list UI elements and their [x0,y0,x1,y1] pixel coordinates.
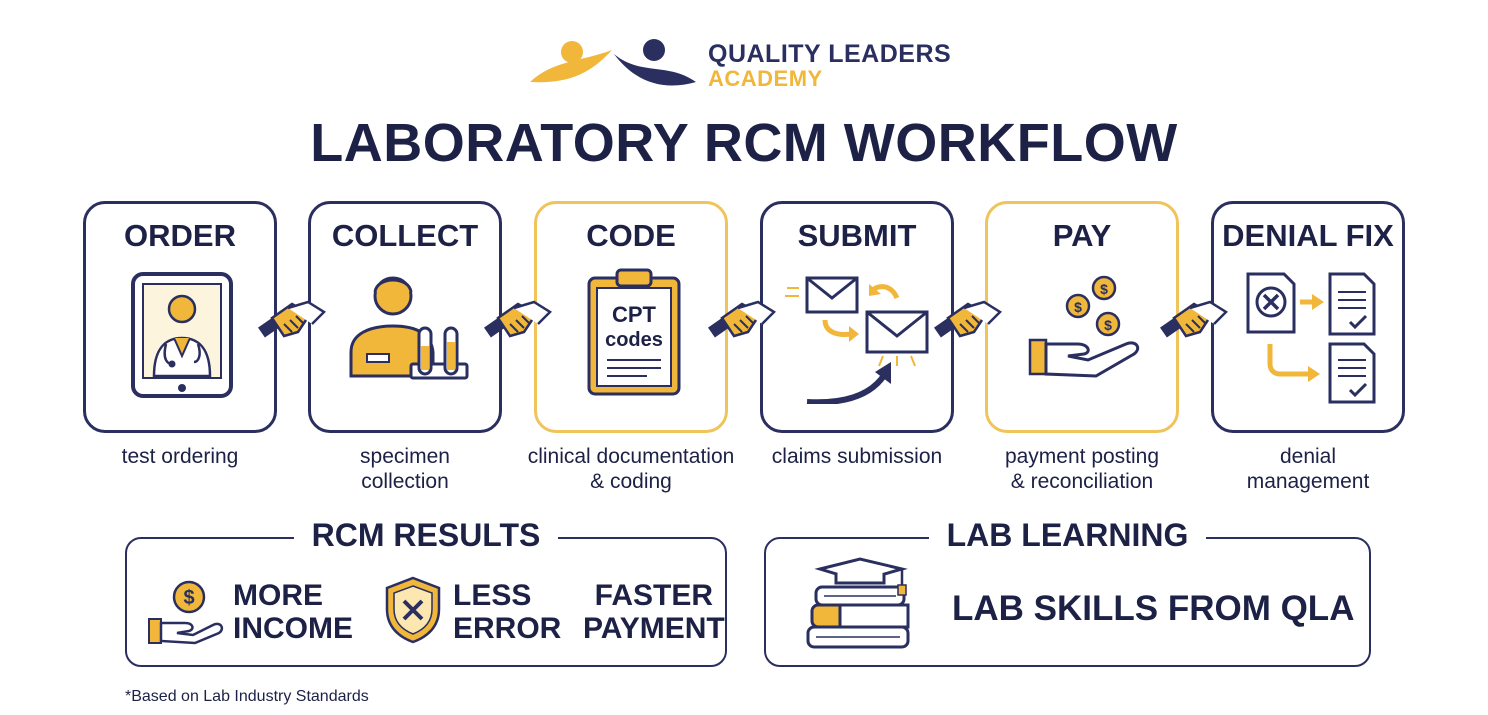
step-label-code: clinical documentation & coding [511,444,751,494]
learning-text: LAB SKILLS FROM QLA [952,589,1355,628]
step-label-line1: specimen [360,445,450,468]
clipboard-text-line2: codes [605,329,663,351]
step-label-line2: collection [361,470,449,493]
step-label-line1: payment posting [1004,445,1160,468]
logo-text-line1: QUALITY LEADERS [708,40,952,68]
panel-title: LAB LEARNING [766,517,1369,554]
step-title: CODE [586,218,676,253]
shield-x-icon [385,576,441,644]
step-label-line1: clinical documentation [527,445,735,468]
rcm-results-title: RCM RESULTS [293,517,559,553]
page-title: LABORATORY RCM WORKFLOW [310,113,1178,173]
result-faster-payment: FASTER PAYMENT [583,579,725,645]
document-fix-icon [1246,272,1376,404]
panel-title: RCM RESULTS [127,517,725,554]
lab-technician-icon [349,276,469,380]
step-pay: PAY $ $ $ [985,201,1179,433]
svg-text:$: $ [1074,299,1082,315]
logo-figures-icon [530,39,696,86]
step-label-line1: claims submission [771,445,943,468]
step-order: ORDER [83,201,277,433]
step-denial-fix: DENIAL FIX [1211,201,1405,433]
step-title: SUBMIT [797,218,917,253]
handshake-icon [934,300,1002,338]
hand-coin-icon: $ [148,580,224,645]
step-title: COLLECT [331,218,479,253]
step-code: CODE CPT codes [534,201,728,433]
result-less-error: LESS ERROR [453,579,562,645]
handshake-icon [258,300,326,338]
step-label-submit: claims submission [747,444,967,469]
step-label-line1: test ordering [121,445,239,468]
handshake-icon [708,300,776,338]
handshake-icon [484,300,552,338]
clipboard-text-line1: CPT [612,302,657,327]
clipboard-icon: CPT codes [587,268,681,396]
step-label-order: test ordering [83,444,277,469]
envelope-exchange-icon [785,276,929,404]
step-title: ORDER [124,218,236,253]
step-title: DENIAL FIX [1222,218,1394,253]
step-title: PAY [1052,218,1112,253]
svg-text:$: $ [183,587,194,609]
step-label-collect: specimen collection [308,444,502,494]
handshake-icon [1160,300,1228,338]
step-collect: COLLECT [308,201,502,433]
logo-text-line2: ACADEMY [708,66,823,91]
step-label-line1: denial [1279,445,1337,468]
result-more-income: MORE INCOME [233,579,353,645]
books-graduation-cap-icon [806,557,910,649]
brand-logo: QUALITY LEADERS ACADEMY [528,36,968,92]
footnote: *Based on Lab Industry Standards [125,688,369,705]
hand-coins-icon: $ $ $ [1028,275,1140,378]
rcm-results-panel: RCM RESULTS $ MORE INCOME LESS ERROR FAS… [125,517,727,667]
lab-learning-title: LAB LEARNING [928,517,1207,553]
step-label-pay: payment posting & reconciliation [972,444,1192,494]
step-label-denial-fix: denial management [1211,444,1405,494]
tablet-doctor-icon [131,272,233,398]
svg-text:$: $ [1100,281,1108,297]
step-label-line2: & coding [590,470,672,493]
step-label-line2: & reconciliation [1010,470,1154,493]
step-label-line2: management [1246,470,1370,493]
step-submit: SUBMIT [760,201,954,433]
lab-learning-panel: LAB LEARNING LAB SKILLS FROM QLA [764,517,1371,667]
svg-text:$: $ [1104,317,1112,333]
